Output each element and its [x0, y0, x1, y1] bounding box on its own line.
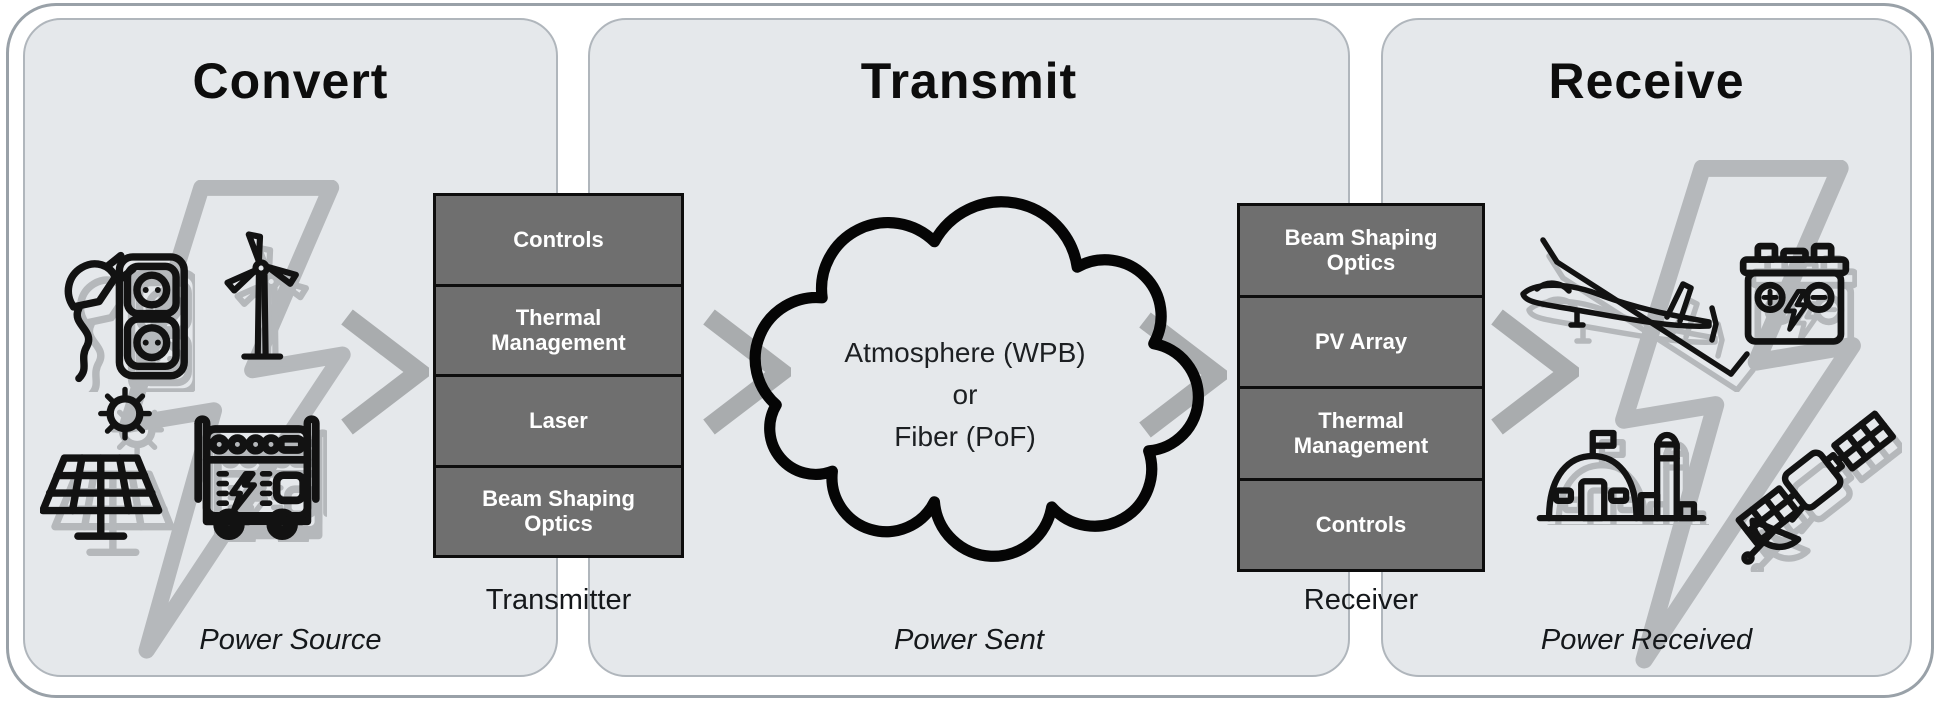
transmission-medium-cloud — [749, 196, 1204, 562]
receiver-block-controls: Controls — [1240, 477, 1482, 569]
chevron-right-icon — [1491, 309, 1579, 435]
receiver-stack: Beam Shaping Optics PV Array Thermal Man… — [1237, 203, 1485, 572]
chevron-right-icon — [1139, 312, 1227, 438]
panel-caption-power-source: Power Source — [199, 624, 382, 656]
panel-title-receive: Receive — [1548, 53, 1745, 109]
receiver-block-thermal-management: Thermal Management — [1240, 386, 1482, 478]
cloud-line-fiber: Fiber (PoF) — [894, 421, 1036, 452]
transmitter-block-thermal-management: Thermal Management — [436, 283, 681, 374]
chevron-right-icon — [703, 309, 791, 435]
satellite-icon — [1727, 397, 1902, 572]
chevron-right-icon — [341, 309, 429, 435]
panel-title-transmit: Transmit — [860, 53, 1078, 109]
panel-caption-power-sent: Power Sent — [894, 624, 1044, 656]
transmitter-block-beam-shaping-optics: Beam Shaping Optics — [436, 464, 681, 555]
solar-panel-sun-icon — [40, 384, 175, 559]
transmitter-label: Transmitter — [485, 584, 632, 616]
transmitter-block-controls: Controls — [436, 196, 681, 284]
generator-icon — [187, 400, 327, 542]
panel-caption-power-received: Power Received — [1540, 624, 1753, 656]
cloud-line-atmosphere: Atmosphere (WPB) — [844, 337, 1086, 368]
wind-turbine-icon — [204, 230, 316, 370]
panel-transmit: Transmit Power Sent — [588, 18, 1350, 677]
cloud-text: Atmosphere (WPB) or Fiber (PoF) — [765, 332, 1165, 458]
cloud-line-or: or — [952, 379, 978, 410]
receiver-block-pv-array: PV Array — [1240, 294, 1482, 386]
lightning-bolt-watermark — [1615, 160, 1861, 669]
panel-title-convert: Convert — [192, 53, 389, 109]
receiver-block-beam-shaping-optics: Beam Shaping Optics — [1240, 206, 1482, 295]
receiver-label: Receiver — [1303, 584, 1419, 616]
plug-outlet-icon — [60, 242, 195, 392]
panel-convert: Convert Power Source — [23, 18, 558, 677]
battery-icon — [1732, 240, 1857, 350]
transmitter-stack: Controls Thermal Management Laser Beam S… — [433, 193, 684, 558]
transmitter-block-laser: Laser — [436, 374, 681, 465]
